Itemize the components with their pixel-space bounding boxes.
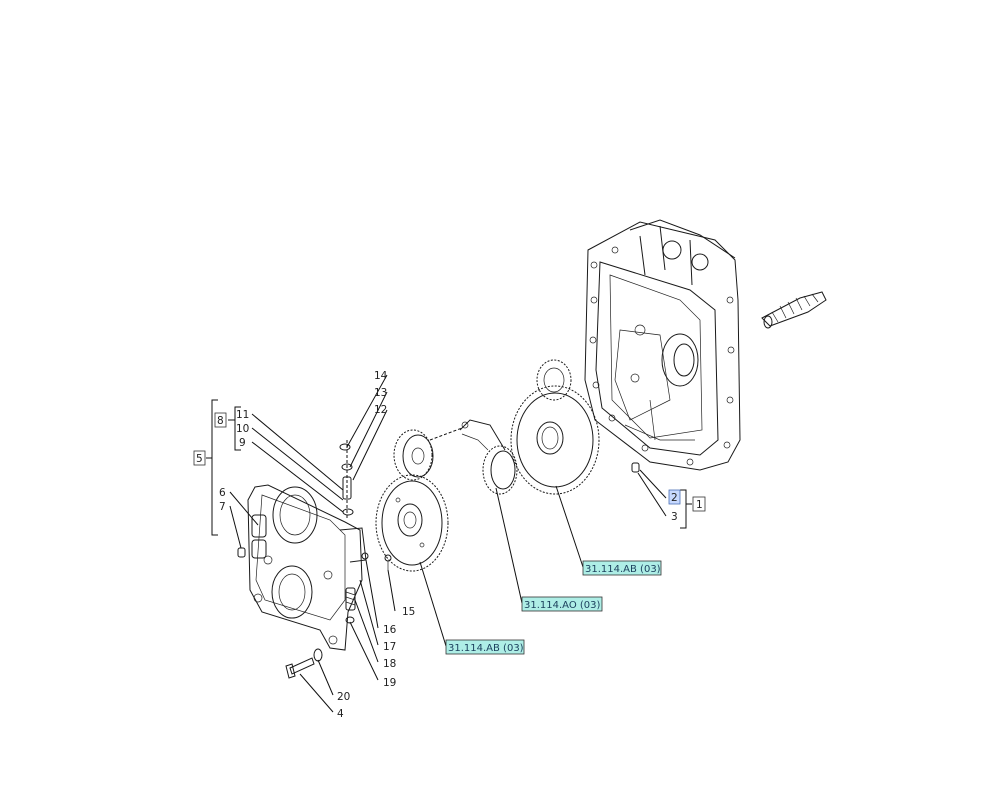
leader-lines — [206, 374, 692, 713]
splined-shaft[interactable] — [761, 291, 827, 329]
callout-16: 16 — [383, 624, 397, 636]
small-gear-cluster[interactable] — [393, 429, 434, 481]
gearbox-housing[interactable] — [584, 219, 741, 473]
callout-6: 6 — [219, 487, 226, 499]
screw-15[interactable] — [384, 554, 392, 570]
reference-links[interactable]: 31.114.AB (03) 31.114.AO (03) 31.114.AB … — [445, 560, 662, 655]
callout-12: 12 — [374, 404, 387, 416]
large-gear-left[interactable] — [375, 474, 449, 572]
callout-13: 13 — [374, 387, 387, 399]
callout-4: 4 — [337, 708, 344, 720]
reference-link-gear-left[interactable]: 31.114.AB (03) — [445, 639, 525, 655]
reference-link-chain[interactable]: 31.114.AO (03) — [521, 596, 603, 612]
callout-14: 14 — [374, 370, 388, 382]
chain-ring[interactable] — [429, 419, 518, 495]
callout-1-box — [692, 496, 706, 512]
callout-5: 5 — [196, 453, 203, 465]
svg-text:31.114.AO (03): 31.114.AO (03) — [524, 600, 601, 611]
callout-5-box — [193, 450, 206, 466]
callout-3: 3 — [671, 511, 678, 523]
callout-17: 17 — [383, 641, 396, 653]
callout-10: 10 — [236, 423, 249, 435]
callout-1: 1 — [696, 499, 703, 511]
callout-18: 18 — [383, 658, 396, 670]
front-cover-plate[interactable] — [237, 484, 367, 651]
bolt-and-washer[interactable] — [285, 648, 323, 679]
callout-2-box[interactable] — [668, 489, 681, 505]
callout-2[interactable]: 2 — [671, 492, 678, 504]
callout-19: 19 — [383, 677, 396, 689]
callout-11: 11 — [236, 409, 249, 421]
valve-stack[interactable] — [339, 440, 354, 520]
callout-labels: 14 13 12 11 10 9 8 5 6 7 15 16 17 18 19 … — [193, 370, 706, 720]
callout-7: 7 — [219, 501, 226, 513]
callout-8-box — [214, 412, 227, 428]
spring-stack[interactable] — [345, 552, 369, 624]
callout-15: 15 — [402, 606, 415, 618]
svg-text:31.114.AB (03): 31.114.AB (03) — [448, 643, 524, 654]
callout-8: 8 — [217, 415, 224, 427]
large-gear-right[interactable] — [510, 359, 600, 495]
reference-link-gear-right[interactable]: 31.114.AB (03) — [582, 560, 662, 576]
callout-9: 9 — [239, 437, 246, 449]
svg-text:31.114.AB (03): 31.114.AB (03) — [585, 564, 661, 575]
callout-20: 20 — [337, 691, 350, 703]
